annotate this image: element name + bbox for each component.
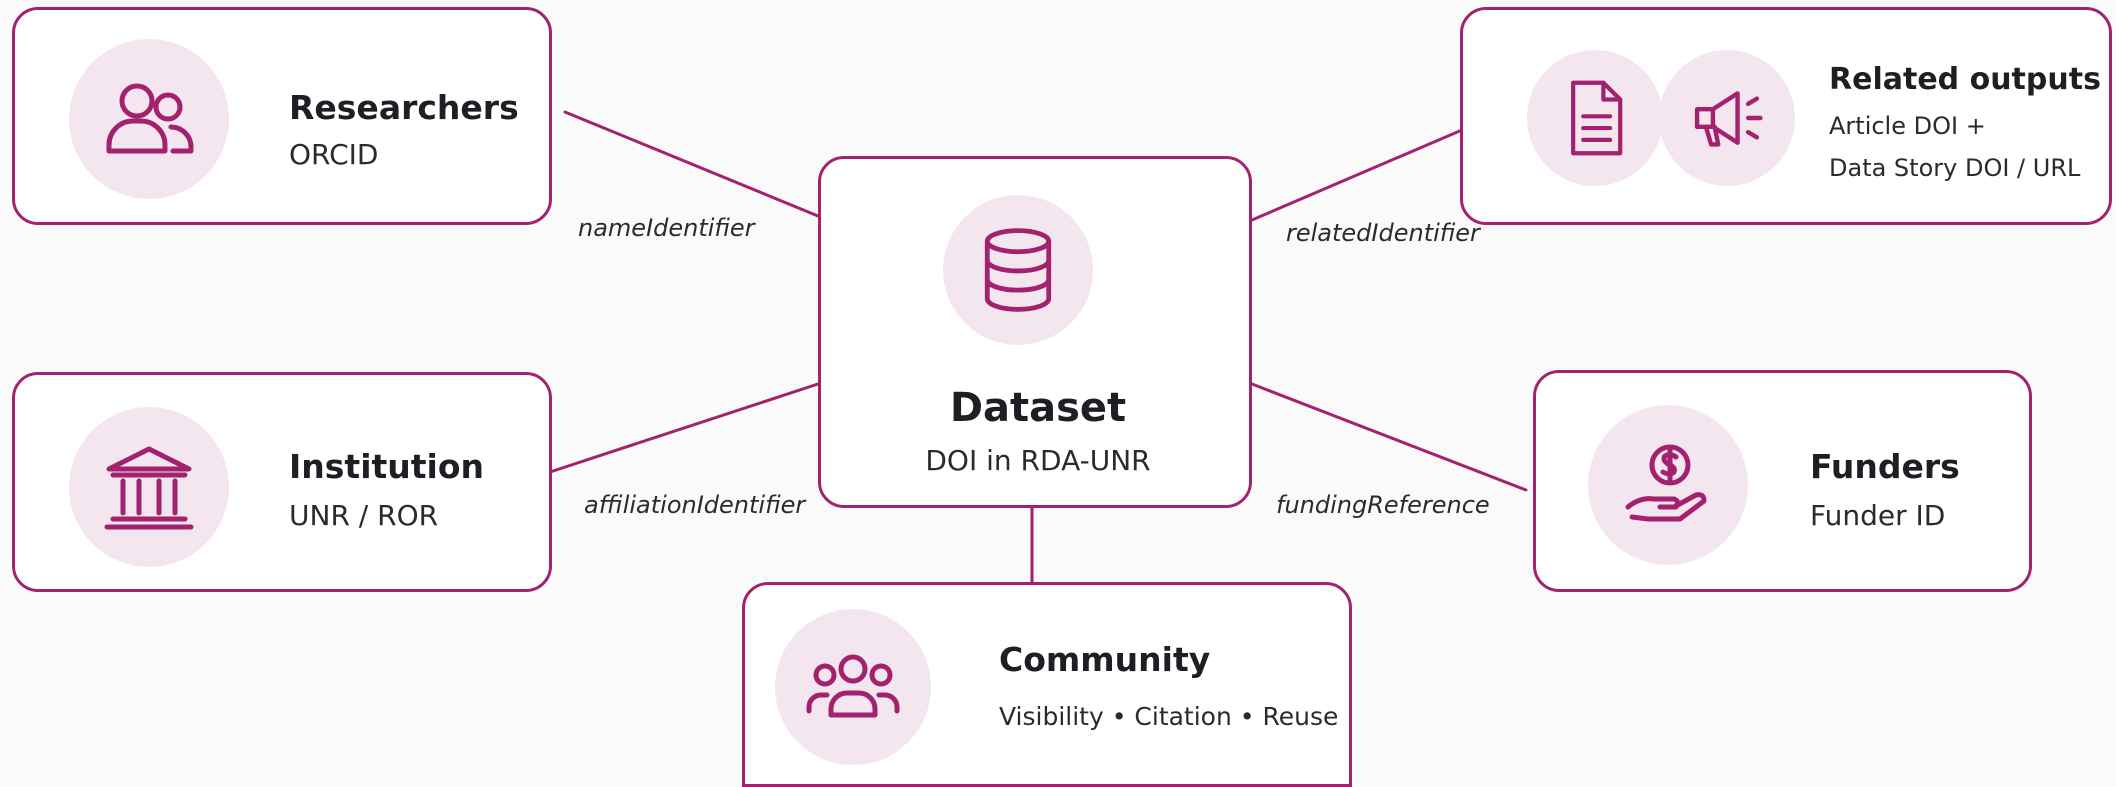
dataset-node: Dataset DOI in RDA-UNR	[818, 156, 1252, 508]
edge-related-line	[1250, 116, 1492, 222]
users-icon	[69, 39, 229, 199]
institution-building-icon	[69, 407, 229, 567]
community-subtitle: Visibility • Citation • Reuse	[999, 702, 1339, 731]
edge-label-name-identifier: nameIdentifier	[578, 214, 755, 242]
institution-title: Institution	[289, 447, 485, 486]
database-icon	[943, 195, 1093, 345]
researchers-node: Researchers ORCID	[12, 7, 552, 225]
edge-label-affiliation-identifier: affiliationIdentifier	[584, 491, 806, 519]
edge-funders-line	[1250, 382, 1528, 492]
researchers-title: Researchers	[289, 88, 519, 127]
funders-title: Funders	[1810, 447, 1960, 486]
researchers-subtitle: ORCID	[289, 138, 379, 171]
institution-subtitle: UNR / ROR	[289, 499, 439, 532]
institution-node: Institution UNR / ROR	[12, 372, 552, 592]
funders-subtitle: Funder ID	[1810, 499, 1946, 532]
related-outputs-node: Related outputs Article DOI + Data Story…	[1460, 7, 2112, 225]
edge-researchers-line	[563, 110, 820, 218]
funders-node: Funders Funder ID	[1533, 370, 2032, 592]
megaphone-icon	[1659, 50, 1795, 186]
related-outputs-subtitle-line1: Article DOI +	[1829, 112, 1986, 140]
document-icon	[1527, 50, 1663, 186]
funding-hand-icon	[1588, 405, 1748, 565]
edge-institution-line	[548, 382, 820, 474]
related-outputs-subtitle-line2: Data Story DOI / URL	[1829, 154, 2081, 182]
edge-label-funding-reference: fundingReference	[1276, 491, 1490, 519]
related-outputs-title: Related outputs	[1829, 62, 2101, 97]
community-title: Community	[999, 640, 1211, 679]
dataset-title: Dataset	[949, 385, 1127, 431]
community-group-icon	[775, 609, 931, 765]
community-node: Community Visibility • Citation • Reuse	[742, 582, 1352, 787]
edge-label-related-identifier: relatedIdentifier	[1286, 219, 1480, 247]
dataset-subtitle: DOI in RDA-UNR	[925, 444, 1151, 477]
